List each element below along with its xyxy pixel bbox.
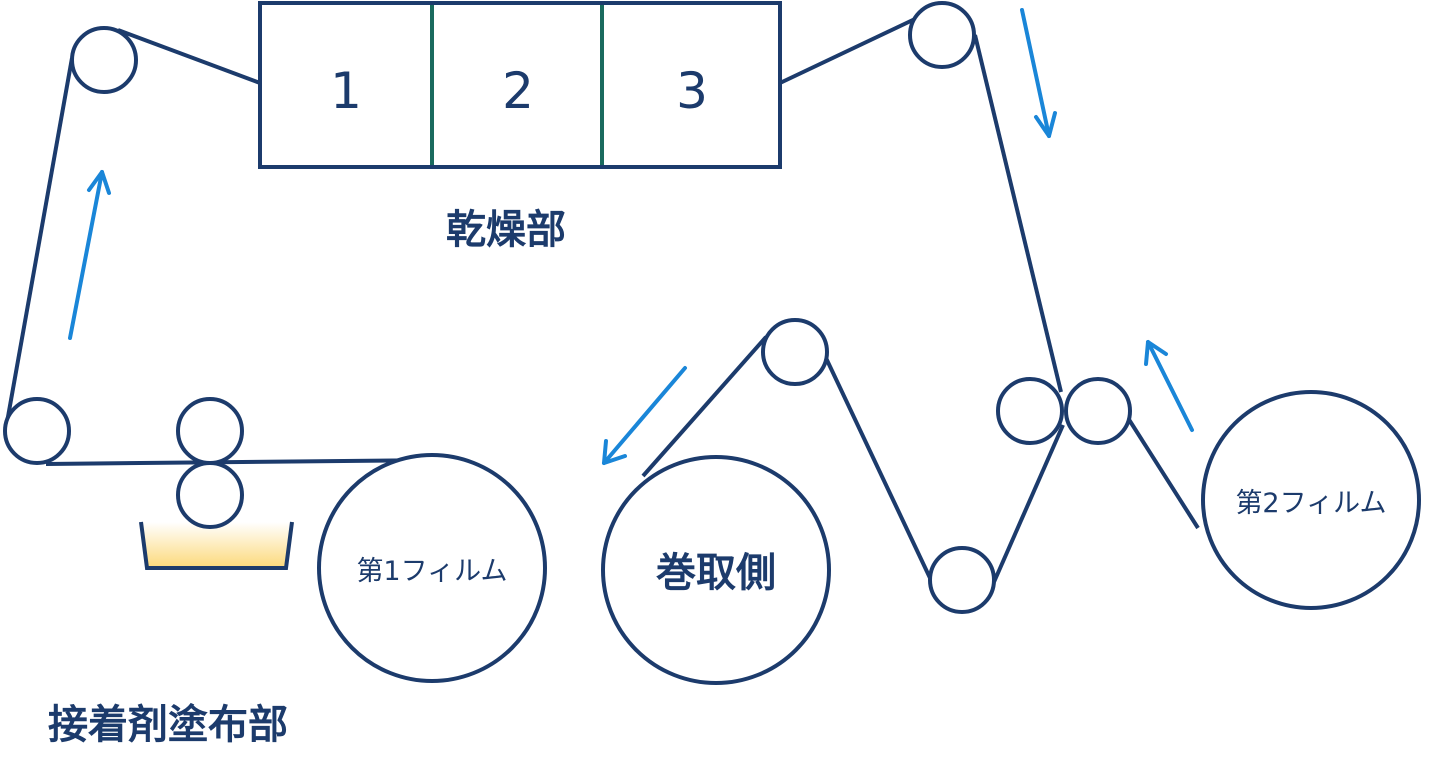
dryer-zone-3: 3 xyxy=(676,62,708,120)
coating-roller-lower xyxy=(176,461,244,529)
guide-roller xyxy=(70,26,138,94)
dryer-zone-2: 2 xyxy=(502,62,534,120)
dryer-box xyxy=(258,1,782,169)
winding-roll: 巻取側 xyxy=(601,455,831,685)
guide-roller xyxy=(761,318,829,386)
adhesive-tray xyxy=(139,521,294,570)
coating-roller-upper xyxy=(176,397,244,465)
nip-roller-right xyxy=(1064,377,1132,445)
winding-label: 巻取側 xyxy=(656,550,776,596)
dryer-zone-1: 1 xyxy=(330,62,362,120)
arrow-up-icon xyxy=(68,170,111,340)
dryer-label: 乾燥部 xyxy=(446,207,566,253)
first-film-roll: 第1フィルム xyxy=(317,453,547,683)
arrow-up-left-icon xyxy=(1144,340,1194,432)
arrow-down-icon xyxy=(1020,8,1057,138)
direction-arrows xyxy=(68,8,1194,465)
film-web-path xyxy=(4,16,1200,583)
guide-rollers xyxy=(3,1,1132,614)
first-film-label: 第1フィルム xyxy=(356,556,507,587)
guide-roller xyxy=(3,397,71,465)
second-film-roll: 第2フィルム xyxy=(1201,390,1421,610)
second-film-label: 第2フィルム xyxy=(1235,488,1386,519)
guide-roller xyxy=(928,546,996,614)
dryer-section: 1 2 3 乾燥部 xyxy=(258,1,782,253)
arrow-down-left-icon xyxy=(602,366,687,465)
guide-roller xyxy=(908,1,976,69)
coating-section-label: 接着剤塗布部 xyxy=(48,702,288,748)
nip-roller-left xyxy=(996,377,1064,445)
